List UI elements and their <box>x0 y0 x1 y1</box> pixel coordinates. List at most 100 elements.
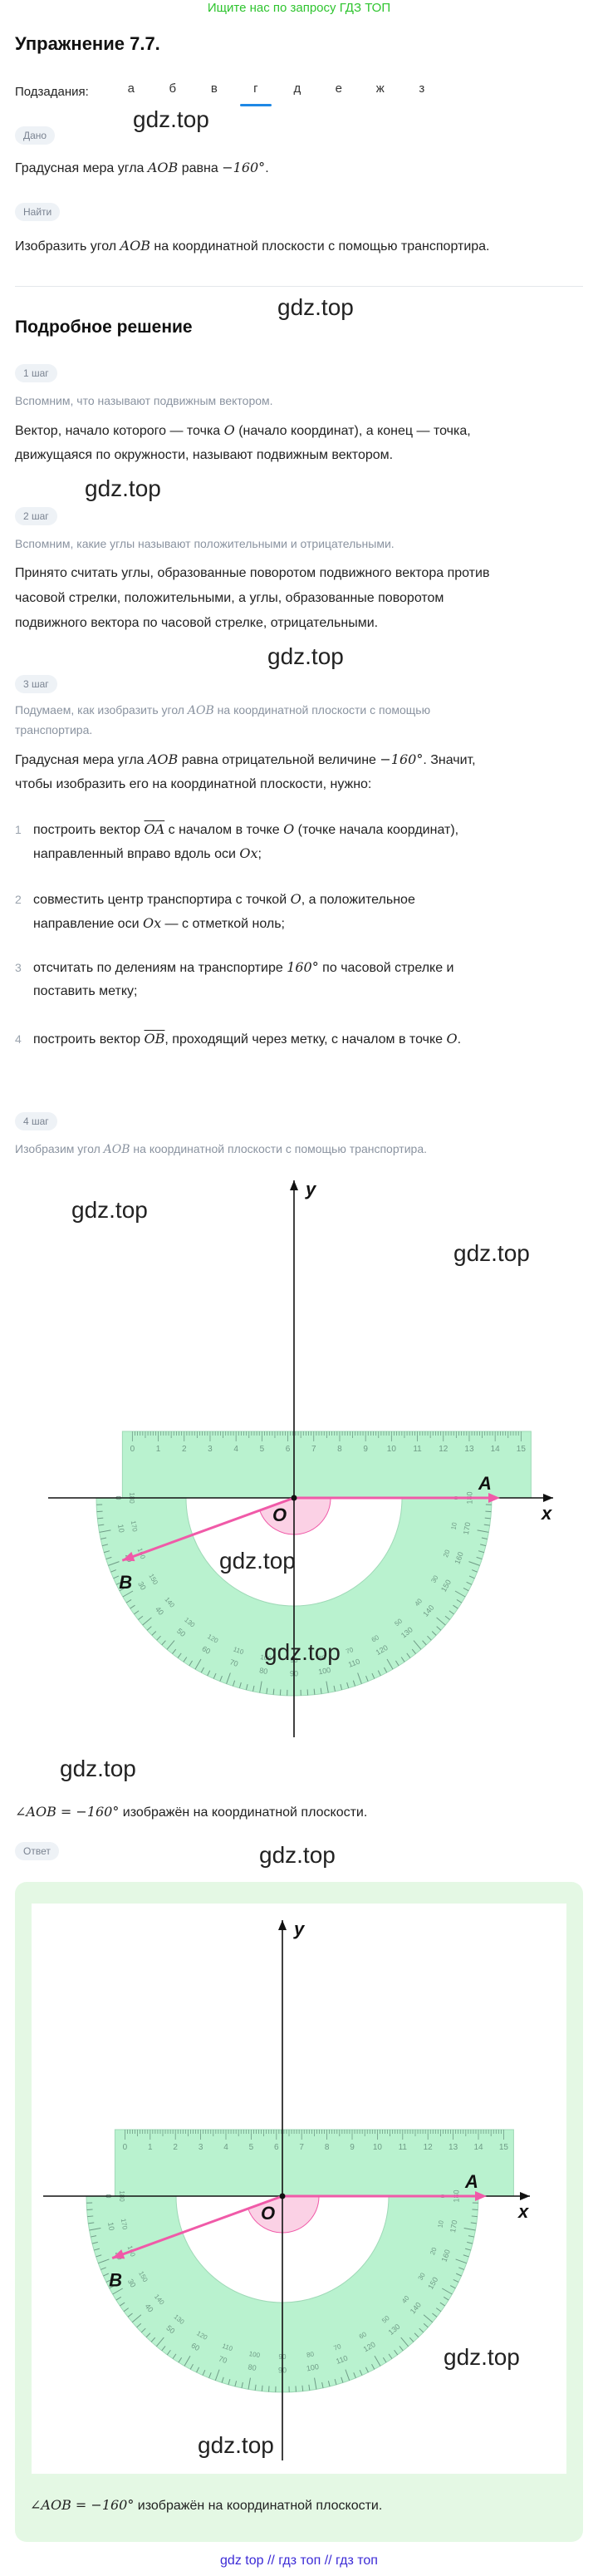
protractor-tick <box>91 2235 97 2238</box>
watermark: gdz.top <box>71 1197 148 1223</box>
subtask-tab-a[interactable]: а <box>127 81 135 96</box>
protractor-tick <box>409 2337 414 2342</box>
protractor-tick <box>468 2235 474 2238</box>
protractor-scale-label: 40 <box>144 2303 155 2314</box>
protractor-tick <box>145 2332 151 2338</box>
protractor-scale-label: 60 <box>189 2341 201 2352</box>
protractor-tick <box>483 1524 490 1526</box>
protractor-scale-label: 170 <box>448 2219 458 2234</box>
protractor-tick <box>151 1631 157 1636</box>
protractor-tick <box>406 1652 411 1658</box>
protractor-tick <box>98 1524 105 1526</box>
subtask-tab-b[interactable]: б <box>169 81 177 96</box>
step2-pill: 2 шаг <box>15 507 57 525</box>
protractor-tick <box>272 1688 275 1695</box>
protractor-tick <box>359 2369 363 2376</box>
answer-result: ∠AOB = −160° изображён на координатной п… <box>30 2497 383 2513</box>
top-banner[interactable]: Ищите нас по запросу ГДЗ ТОП <box>207 1 391 15</box>
protractor-tick <box>458 2267 465 2270</box>
protractor-scale-label-inner: 80 <box>306 2350 315 2359</box>
origin-label: O <box>261 2203 275 2224</box>
answer-figure-panel: 1800170101602015030140401305012060110701… <box>32 1904 566 2474</box>
protractor-tick <box>219 1675 223 1682</box>
protractor-tick <box>456 1598 463 1603</box>
y-axis-arrow <box>290 1180 298 1190</box>
protractor-tick <box>476 1556 483 1560</box>
protractor-tick <box>213 1672 217 1679</box>
subtask-tab-v[interactable]: в <box>210 81 218 96</box>
protractor-tick <box>155 2337 164 2347</box>
protractor-tick <box>115 2296 122 2301</box>
footer-links[interactable]: gdz top // гдз топ // гдз топ <box>220 2554 378 2568</box>
protractor-tick <box>471 2215 478 2218</box>
ruler-label: 7 <box>311 1445 316 1454</box>
protractor-tick <box>142 1617 152 1626</box>
protractor-scale-label-inner: 170 <box>120 2218 129 2230</box>
answer-protractor-figure: 1800170101602015030140401305012060110701… <box>43 1918 530 2460</box>
step3-line2: чтобы изобразить его на координатной пло… <box>15 777 372 791</box>
point-a-label: A <box>464 2171 478 2192</box>
ruler-label: 10 <box>387 1445 397 1454</box>
protractor-tick <box>122 1590 134 1598</box>
subtask-tab-d[interactable]: д <box>293 81 301 96</box>
ruler-label: 10 <box>373 2143 383 2152</box>
protractor-tick <box>232 1680 236 1687</box>
protractor-tick <box>431 1631 437 1636</box>
protractor-tick <box>449 2285 456 2289</box>
subtasks-label: Подзадания: <box>15 84 89 99</box>
origin-dot <box>279 2193 286 2199</box>
point-b-label: B <box>109 2270 122 2291</box>
protractor-tick <box>443 2296 449 2301</box>
subtask-tab-g[interactable]: г <box>235 76 277 106</box>
protractor-tick <box>183 1657 188 1662</box>
protractor-tick <box>463 1588 469 1592</box>
protractor-tick <box>98 2258 110 2264</box>
y-axis-arrow <box>278 1920 287 1930</box>
step1-line1: Вектор, начало которого — точка O (начал… <box>15 422 471 438</box>
protractor-tick <box>161 2346 166 2352</box>
protractor-scale-label-inner: 110 <box>221 2342 234 2353</box>
subtask-tab-zh[interactable]: ж <box>375 81 385 96</box>
given-text: Градусная мера угла AOB равна −160°. <box>15 160 269 175</box>
subtask-tab-z[interactable]: з <box>419 81 425 96</box>
protractor-tick <box>94 2248 100 2251</box>
ruler-label: 1 <box>148 2143 153 2152</box>
step4-result: ∠AOB = −160° изображён на координатной п… <box>15 1804 368 1820</box>
protractor-scale-label: 160 <box>453 1551 465 1566</box>
ruler-label: 15 <box>517 1445 527 1454</box>
origin-label: O <box>272 1505 287 1525</box>
protractor-tick <box>468 1561 480 1566</box>
protractor-tick <box>478 1550 484 1554</box>
protractor-tick <box>371 1672 375 1679</box>
protractor-tick <box>119 1588 125 1592</box>
ruler-label: 0 <box>130 1445 135 1454</box>
protractor-tick <box>196 2367 200 2373</box>
protractor-tick <box>471 1569 478 1573</box>
protractor-tick <box>105 2278 112 2283</box>
subtask-tab-e[interactable]: е <box>335 81 342 96</box>
ruler-label: 9 <box>350 2143 355 2152</box>
ruler-body <box>114 2129 514 2197</box>
protractor-scale-label-inner: 70 <box>332 2342 342 2352</box>
protractor-tick <box>172 1648 177 1654</box>
protractor-tick <box>327 2381 331 2387</box>
ruler-label: 4 <box>223 2143 228 2152</box>
protractor-scale-label-inner: 80 <box>318 1653 327 1662</box>
protractor-tick <box>96 2254 102 2258</box>
protractor-tick <box>200 1667 204 1673</box>
ruler-label: 4 <box>233 1445 238 1454</box>
protractor-scale-label: 70 <box>228 1657 239 1668</box>
protractor-tick <box>371 2363 375 2370</box>
step1-hint: Вспомним, что называют подвижным векторо… <box>15 394 273 407</box>
watermark: gdz.top <box>259 1842 336 1868</box>
protractor-tick <box>435 2308 442 2312</box>
subtask-tabs: Подзадания: а б в г д е ж з <box>15 76 583 106</box>
protractor-tick <box>140 2327 146 2333</box>
protractor-tick <box>130 1604 135 1609</box>
ruler-label: 0 <box>123 2143 128 2152</box>
protractor-tick <box>238 1682 242 1688</box>
protractor-tick <box>400 2337 409 2347</box>
protractor-tick <box>189 1660 194 1667</box>
ruler-label: 6 <box>286 1445 291 1454</box>
protractor-arc <box>86 2195 479 2393</box>
